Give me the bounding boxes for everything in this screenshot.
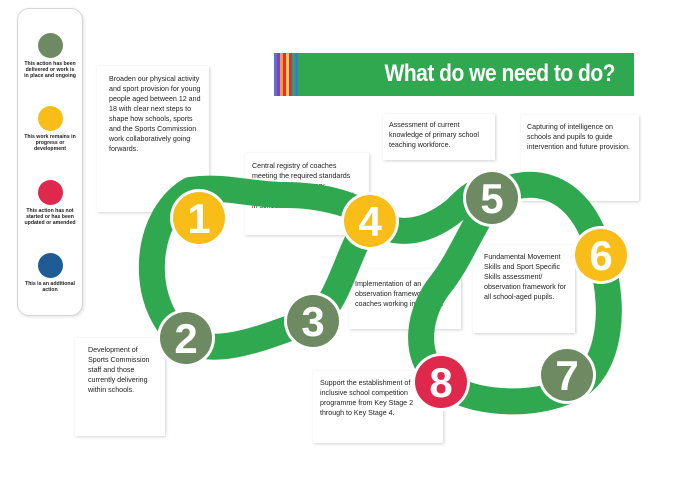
step-number-6: 6: [589, 232, 612, 279]
legend-item-not-started: This action has not started or has been …: [18, 180, 82, 226]
step-circle-6: 6: [572, 226, 630, 284]
note-text-step-8: Support the establishment of an inclusiv…: [320, 379, 421, 417]
step-number-3: 3: [301, 298, 324, 345]
step-circle-8: 8: [412, 353, 470, 411]
legend-item-delivered: This action has been delivered or work i…: [18, 33, 82, 79]
legend-text-additional: This is an additional action: [25, 281, 75, 293]
legend-panel: This action has been delivered or work i…: [17, 8, 83, 316]
step-circle-3: 3: [284, 292, 342, 350]
track-right-loop: [408, 171, 622, 415]
title-banner: What do we need to do?: [274, 53, 634, 96]
legend-text-delivered: This action has been delivered or work i…: [24, 61, 76, 79]
step-circle-4: 4: [341, 192, 399, 250]
color-stripes: [274, 53, 298, 96]
note-text-step-7: Fundamental Movement Skills and Sport Sp…: [484, 253, 567, 301]
legend-text-in-progress: This work remains in progress or develop…: [24, 134, 76, 152]
note-step-2: Development of Sports Commission staff a…: [75, 338, 165, 436]
step-number-1: 1: [187, 195, 210, 242]
note-step-1: Broaden our physical activity and sport …: [97, 66, 209, 212]
legend-text-not-started: This action has not started or has been …: [24, 208, 76, 226]
legend-dot-additional: [37, 253, 63, 278]
note-step-8: Support the establishment of an inclusiv…: [313, 371, 443, 443]
note-step-5: Assessment of current knowledge of prima…: [383, 114, 495, 160]
step-circle-7: 7: [538, 346, 596, 404]
note-text-step-2: Development of Sports Commission staff a…: [88, 346, 150, 394]
legend-item-in-progress: This work remains in progress or develop…: [18, 106, 82, 152]
legend-dot-delivered: [37, 33, 63, 58]
step-circle-2: 2: [157, 309, 215, 367]
step-number-5: 5: [480, 175, 503, 222]
note-step-6: Capturing of intelligence on schools and…: [521, 115, 639, 201]
step-number-8: 8: [429, 359, 452, 406]
step-circle-5: 5: [463, 169, 521, 227]
note-text-step-1: Broaden our physical activity and sport …: [109, 75, 201, 153]
legend-dot-not-started: [37, 180, 63, 205]
legend-dot-in-progress: [37, 106, 63, 131]
step-number-7: 7: [555, 352, 578, 399]
legend-item-additional: This is an additional action: [18, 253, 82, 293]
step-number-2: 2: [174, 315, 197, 362]
note-text-step-5: Assessment of current knowledge of prima…: [389, 121, 479, 149]
note-text-step-3: Implementation of an observation framewo…: [355, 280, 444, 308]
note-text-step-6: Capturing of intelligence on schools and…: [527, 123, 630, 151]
step-number-4: 4: [358, 198, 382, 245]
page-title: What do we need to do?: [384, 60, 616, 87]
note-step-7: Fundamental Movement Skills and Sport Sp…: [473, 245, 575, 333]
step-circle-1: 1: [170, 189, 228, 247]
